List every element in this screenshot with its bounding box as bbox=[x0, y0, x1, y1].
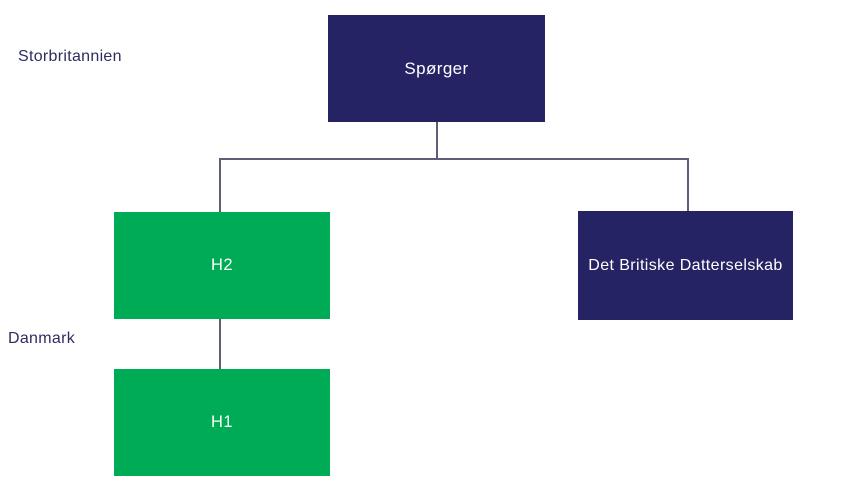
connector-to-h2 bbox=[219, 158, 221, 213]
connector-h2-to-h1 bbox=[219, 319, 221, 370]
connector-horizontal-branch bbox=[219, 158, 688, 160]
node-det-britiske-datterselskab: Det Britiske Datterselskab bbox=[578, 211, 793, 320]
region-label-danmark: Danmark bbox=[8, 330, 76, 347]
region-label-storbritannien: Storbritannien bbox=[18, 48, 122, 65]
node-h1: H1 bbox=[114, 369, 330, 476]
node-sporger: Spørger bbox=[328, 15, 545, 122]
node-h1-label: H1 bbox=[211, 413, 233, 431]
connector-sporger-down bbox=[436, 122, 438, 159]
node-sporger-label: Spørger bbox=[404, 58, 469, 78]
node-det-britiske-datterselskab-label: Det Britiske Datterselskab bbox=[588, 256, 783, 274]
node-h2-label: H2 bbox=[211, 256, 233, 274]
node-h2: H2 bbox=[114, 212, 330, 319]
connector-to-det-britiske-datterselskab bbox=[687, 158, 689, 212]
